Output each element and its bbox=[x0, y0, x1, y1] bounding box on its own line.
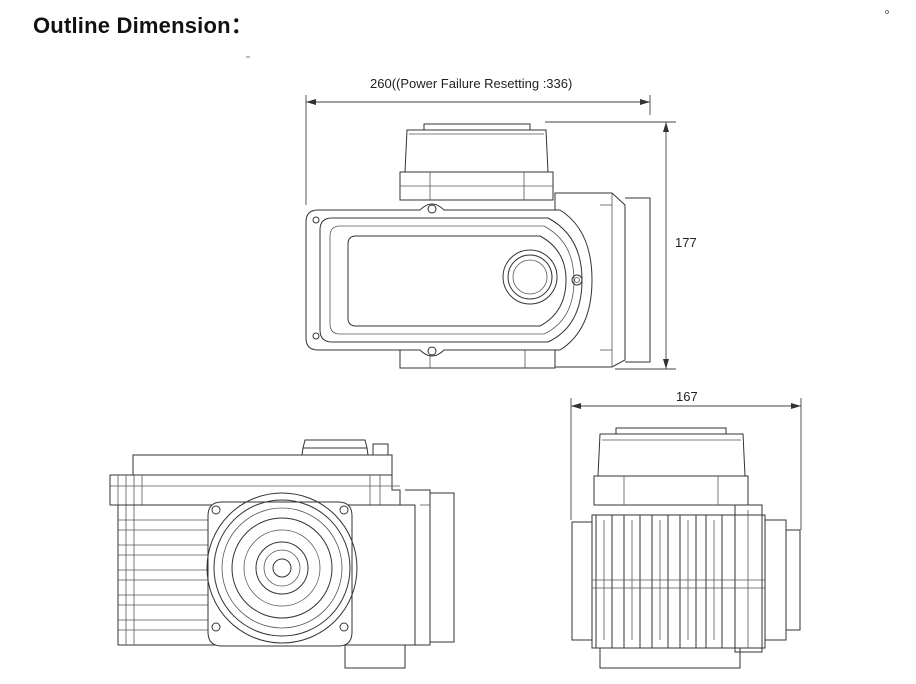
end-view bbox=[570, 398, 802, 669]
height-dimension-label: 177 bbox=[675, 235, 697, 250]
height-dimension-line bbox=[545, 121, 676, 370]
width-dimension-line bbox=[305, 95, 651, 205]
depth-dimension-line bbox=[570, 398, 802, 530]
depth-dimension-label: 167 bbox=[676, 389, 698, 404]
width-dimension-label: 260((Power Failure Resetting :336) bbox=[370, 76, 573, 91]
front-view bbox=[305, 95, 676, 370]
side-view bbox=[109, 439, 455, 669]
page-title: Outline Dimension： bbox=[33, 13, 253, 38]
